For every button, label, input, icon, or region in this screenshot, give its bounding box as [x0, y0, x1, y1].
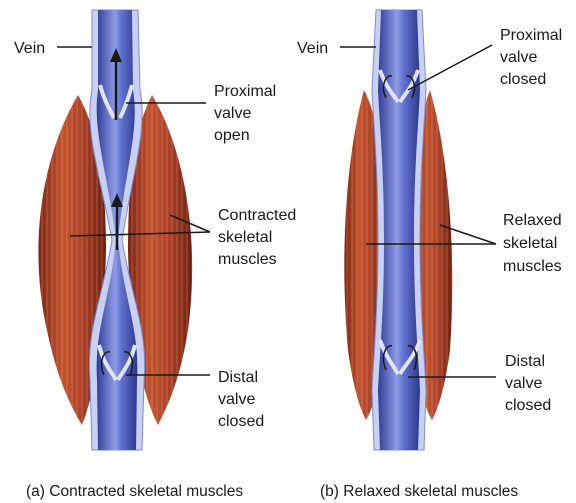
- muscle-label-b-2: skeletal: [503, 235, 557, 252]
- panel-b-relaxed: [344, 10, 452, 450]
- muscle-label-b-1: Relaxed: [503, 212, 562, 229]
- muscle-label-a-1: Contracted: [218, 207, 296, 224]
- caption-a: (a) Contracted skeletal muscles: [26, 483, 243, 500]
- proximal-valve-label-a-2: valve: [214, 105, 251, 122]
- muscle-label-a-2: skeletal: [218, 229, 272, 246]
- vein-label-a: Vein: [14, 40, 45, 57]
- distal-valve-label-a-3: closed: [218, 413, 264, 430]
- panel-a-contracted: [38, 10, 192, 450]
- proximal-valve-label-a-3: open: [214, 127, 250, 144]
- proximal-valve-label-b-3: closed: [500, 71, 546, 88]
- distal-valve-label-b-1: Distal: [505, 353, 545, 370]
- proximal-valve-label-b-1: Proximal: [500, 27, 562, 44]
- vein-label-b: Vein: [297, 40, 328, 57]
- muscle-label-b-3: muscles: [503, 258, 562, 275]
- distal-valve-label-b-3: closed: [505, 397, 551, 414]
- caption-b: (b) Relaxed skeletal muscles: [320, 483, 518, 500]
- distal-valve-label-a-2: valve: [218, 391, 255, 408]
- proximal-valve-label-b-2: valve: [500, 49, 537, 66]
- proximal-valve-label-a-1: Proximal: [214, 83, 276, 100]
- distal-valve-label-a-1: Distal: [218, 369, 258, 386]
- muscle-label-a-3: muscles: [218, 251, 277, 268]
- distal-valve-label-b-2: valve: [505, 375, 542, 392]
